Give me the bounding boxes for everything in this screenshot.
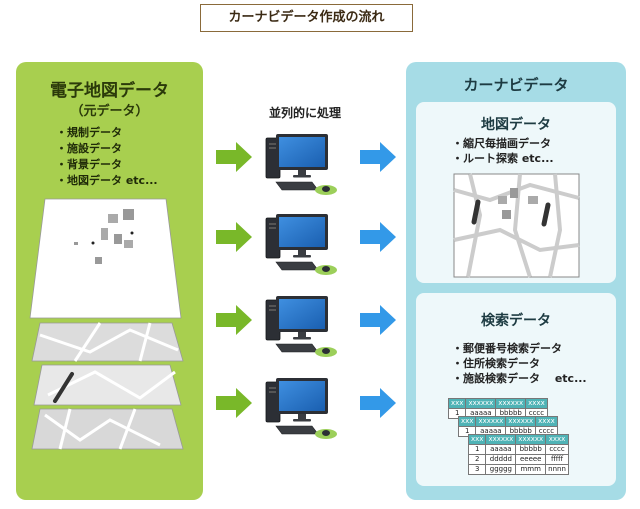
table-cell: mmm [515,464,547,475]
list-item: ・規制データ [56,126,122,139]
navigation-data-panel: カーナビデータ 地図データ ・縮尺毎描画データ ・ルート探索 etc... 検索… [406,62,626,500]
list-item: ・地図データ etc... [56,174,158,187]
table-cell: ddddd [485,454,517,465]
search-table-middle: xxx xxxxxx xxxxxx xxxx 1 aaaaa bbbbb ccc… [457,416,558,437]
map-data-list: ・縮尺毎描画データ ・ルート探索 etc... [452,136,554,166]
green-arrow-icon [216,388,252,418]
table-row: 2 ddddd eeeee fffff [467,454,569,465]
list-item: ・背景データ [56,158,122,171]
table-cell: nnnn [545,464,569,475]
list-item: ・住所検索データ [452,357,540,370]
processing-row [216,133,396,196]
table-header-cell: xxx [467,434,487,445]
table-header-cell: xxxxxx [505,416,537,427]
map-data-title: 地図データ [481,117,551,133]
source-data-title: 電子地図データ [50,81,169,101]
table-header-cell: xxx [447,398,467,409]
table-cell: eeeee [515,454,547,465]
table-header-cell: xxx [457,416,477,427]
green-arrow-icon [216,142,252,172]
blue-arrow-icon [360,222,396,252]
table-row: 3 ggggg mmm nnnn [467,464,569,475]
blue-arrow-icon [360,305,396,335]
search-data-list: ・郵便番号検索データ ・住所検索データ ・施設検索データ etc... [452,341,587,386]
source-data-list: ・規制データ ・施設データ ・背景データ ・地図データ etc... [56,125,158,189]
navigation-data-title: カーナビデータ [463,76,569,94]
table-header-cell: xxxx [525,398,548,409]
table-cell: ggggg [485,464,517,475]
diagram-title: カーナビデータ作成の流れ [200,4,413,32]
list-item: ・施設データ [56,142,122,155]
list-item: ・郵便番号検索データ [452,342,562,355]
table-cell: 3 [467,464,487,475]
processing-row [216,377,396,440]
table-cell: 2 [467,454,487,465]
table-cell: aaaaa [485,444,517,455]
blue-arrow-icon [360,388,396,418]
table-header-cell: xxxxxx [475,416,507,427]
table-header-cell: xxxxxx [515,434,547,445]
list-item: ・ルート探索 etc... [452,152,554,165]
computer-icon [265,377,338,440]
table-cell: bbbbb [515,444,547,455]
list-item: ・縮尺毎描画データ [452,137,551,150]
source-data-subtitle: （元データ） [70,104,149,119]
processing-row [216,295,396,358]
search-table-front: xxx xxxxxx xxxxxx xxxx 1 aaaaa bbbbb ccc… [467,434,569,475]
table-cell: 1 [447,408,467,419]
table-cell: fffff [545,454,569,465]
processing-row [216,213,396,276]
table-header-cell: xxxx [535,416,558,427]
table-cell: 1 [457,426,477,437]
computer-icon [265,295,338,358]
table-header-cell: xxxxxx [485,434,517,445]
computer-icon [265,213,338,276]
map-layer-stack [29,198,184,450]
table-cell: cccc [545,444,569,455]
search-data-title: 検索データ [481,313,551,329]
table-header-cell: xxxxxx [495,398,527,409]
table-header-cell: xxxx [545,434,569,445]
parallel-process-label: 並列的に処理 [268,106,341,120]
green-arrow-icon [216,305,252,335]
search-table-back: xxx xxxxxx xxxxxx xxxx 1 aaaaa bbbbb ccc… [447,398,548,419]
table-row: 1 aaaaa bbbbb cccc [457,426,558,437]
green-arrow-icon [216,222,252,252]
search-data-card: 検索データ ・郵便番号検索データ ・住所検索データ ・施設検索データ etc..… [416,293,616,486]
computer-icon [265,133,338,196]
route-map-image [453,173,580,278]
highlighted-route-icon [53,372,74,403]
blue-arrow-icon [360,142,396,172]
table-cell: 1 [467,444,487,455]
table-header-cell: xxxxxx [465,398,497,409]
list-item: ・施設検索データ etc... [452,372,587,385]
table-row: 1 aaaaa bbbbb cccc [467,444,569,455]
